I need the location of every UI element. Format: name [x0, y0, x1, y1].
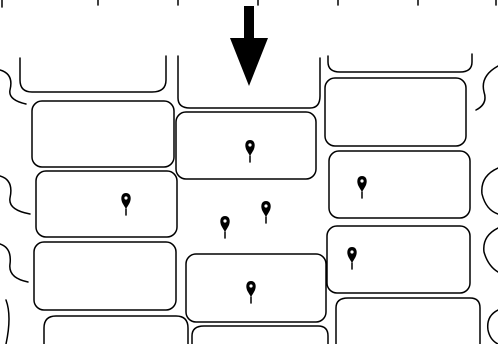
top-tick-marks	[1, 0, 497, 8]
cell-bottom-middle	[191, 325, 329, 344]
down-arrow-icon	[230, 6, 268, 86]
left-edge-walls	[0, 69, 31, 344]
cell-row3-left	[33, 241, 177, 311]
cell-bottom-right	[335, 297, 481, 344]
right-edge-walls	[475, 65, 498, 344]
cell-row2-right	[328, 150, 471, 219]
cell-row1-right	[324, 77, 467, 147]
pin-marker-icon	[121, 193, 131, 216]
cell-top-middle	[177, 55, 321, 109]
pin-marker-icon	[245, 140, 255, 163]
cell-row3-right	[326, 225, 471, 294]
cell-top-right	[327, 53, 473, 73]
cell-top-left	[19, 55, 167, 93]
marker-group	[121, 140, 367, 304]
pin-marker-icon	[347, 247, 357, 270]
cell-row2-left	[35, 170, 178, 238]
pin-marker-icon	[357, 176, 367, 199]
cell-row1-left	[31, 100, 175, 168]
pin-marker-icon	[261, 201, 271, 224]
cell-bottom-left	[43, 315, 189, 344]
cell-row1-middle	[175, 111, 317, 180]
pin-marker-icon	[246, 281, 256, 304]
cell-row3-middle	[185, 253, 327, 323]
pin-marker-icon	[220, 216, 230, 239]
